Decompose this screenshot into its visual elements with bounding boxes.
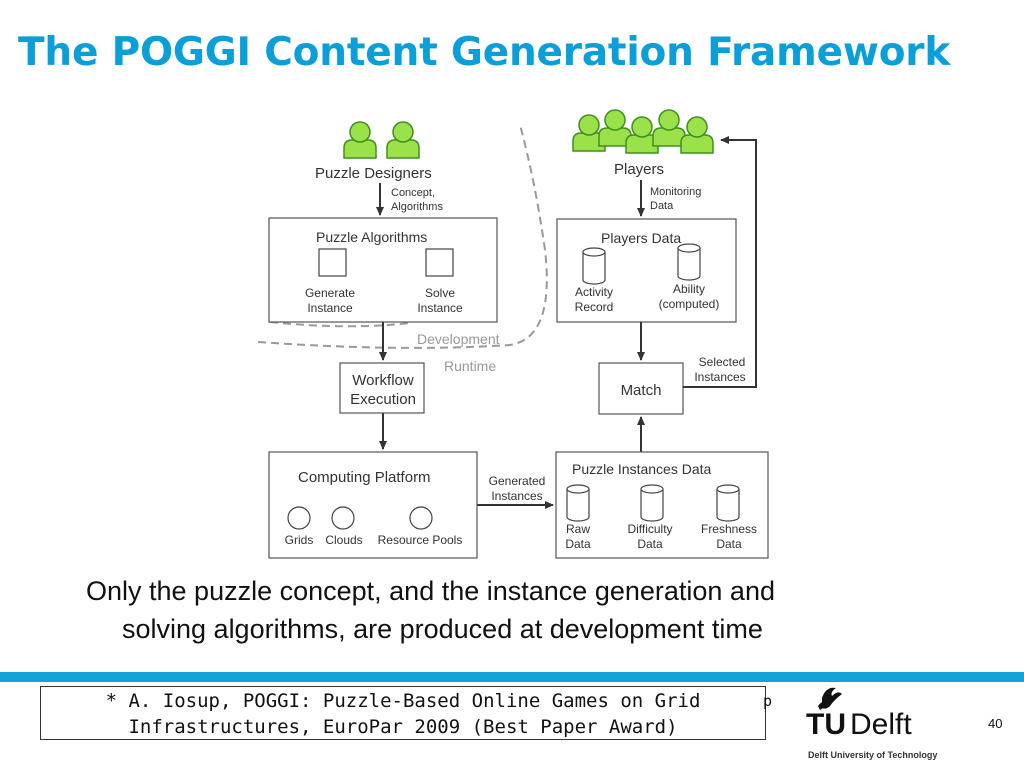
clouds-label: Clouds bbox=[325, 533, 362, 547]
difficulty-data-label: Difficulty bbox=[627, 522, 672, 536]
grids-circle bbox=[287, 506, 311, 530]
raw-data-label: Raw bbox=[566, 522, 590, 536]
citation-line-1: * A. Iosup, POGGI: Puzzle-Based Online G… bbox=[105, 690, 701, 712]
players-data-label: Players Data bbox=[601, 230, 681, 246]
players-label: Players bbox=[614, 161, 664, 178]
selected-instances-label: Selected bbox=[699, 355, 746, 369]
workflow-execution-label: Execution bbox=[350, 391, 416, 408]
concept-label: Concept, bbox=[391, 187, 435, 199]
caption-line-1: Only the puzzle concept, and the instanc… bbox=[86, 576, 775, 606]
selected-instances-label: Instances bbox=[694, 370, 745, 384]
ability-label: Ability bbox=[673, 282, 705, 296]
monitoring-data-label: Monitoring bbox=[650, 186, 701, 198]
freshness-data-label: Data bbox=[716, 537, 742, 551]
generated-instances-label: Generated bbox=[489, 474, 546, 488]
player-icon bbox=[652, 109, 686, 147]
ability-label: (computed) bbox=[659, 297, 720, 311]
match-label: Match bbox=[621, 382, 662, 399]
citation-box: * A. Iosup, POGGI: Puzzle-Based Online G… bbox=[40, 686, 772, 740]
activity-record-cylinder bbox=[582, 247, 606, 285]
development-label: Development bbox=[417, 331, 500, 347]
raw-data-cylinder bbox=[566, 484, 590, 522]
computing-platform-label: Computing Platform bbox=[298, 469, 431, 486]
solve-instance-square bbox=[425, 248, 454, 277]
caption-line-2: solving algorithms, are produced at deve… bbox=[122, 614, 763, 644]
monitoring-data-label: Data bbox=[650, 200, 674, 212]
generate-instance-label: Generate bbox=[305, 286, 355, 300]
concept-label: Algorithms bbox=[391, 201, 443, 213]
citation-line-2: Infrastructures, EuroPar 2009 (Best Pape… bbox=[128, 716, 678, 738]
grids-label: Grids bbox=[285, 533, 314, 547]
freshness-data-cylinder bbox=[716, 484, 740, 522]
puzzle-designer-icon bbox=[343, 121, 377, 159]
flame-icon bbox=[818, 687, 842, 710]
page-number: 40 bbox=[988, 716, 1003, 731]
generate-instance-square bbox=[318, 248, 347, 277]
puzzle-instances-data-label: Puzzle Instances Data bbox=[572, 461, 712, 477]
selected-instances-arrow bbox=[683, 136, 757, 388]
solve-instance-label: Solve bbox=[425, 286, 455, 300]
activity-record-label: Activity bbox=[575, 285, 613, 299]
logo-tu: TU bbox=[806, 708, 846, 741]
ability-cylinder bbox=[677, 243, 701, 281]
resource-pools-circle bbox=[409, 506, 433, 530]
activity-record-label: Record bbox=[575, 300, 614, 314]
player-icon bbox=[680, 116, 714, 154]
clouds-circle bbox=[331, 506, 355, 530]
logo-subtitle: Delft University of Technology bbox=[808, 750, 938, 760]
puzzle-designer-icon bbox=[386, 121, 420, 159]
puzzle-algorithms-box bbox=[268, 217, 498, 323]
solve-instance-label: Instance bbox=[417, 301, 463, 315]
workflow-execution-label: Workflow bbox=[352, 372, 414, 389]
runtime-label: Runtime bbox=[444, 358, 496, 374]
puzzle-algorithms-label: Puzzle Algorithms bbox=[316, 229, 427, 245]
slide-title: The POGGI Content Generation Framework bbox=[18, 30, 951, 75]
footer-bar bbox=[0, 672, 1024, 682]
slide-caption: Only the puzzle concept, and the instanc… bbox=[86, 572, 986, 648]
difficulty-data-cylinder bbox=[640, 484, 664, 522]
puzzle-designers-label: Puzzle Designers bbox=[315, 165, 432, 182]
citation-trailing-char: p bbox=[763, 692, 773, 710]
difficulty-data-label: Data bbox=[637, 537, 663, 551]
generate-instance-label: Instance bbox=[307, 301, 353, 315]
resource-pools-label: Resource Pools bbox=[378, 533, 463, 547]
development-runtime-separator bbox=[257, 124, 548, 349]
computing-platform-box bbox=[268, 451, 478, 559]
development-boundary-top bbox=[269, 321, 411, 328]
freshness-data-label: Freshness bbox=[701, 522, 757, 536]
logo-delft: Delft bbox=[850, 708, 912, 741]
raw-data-label: Data bbox=[565, 537, 591, 551]
tudelft-logo: TU Delft bbox=[806, 687, 912, 741]
match-box bbox=[598, 362, 684, 415]
generated-instances-label: Instances bbox=[491, 489, 542, 503]
